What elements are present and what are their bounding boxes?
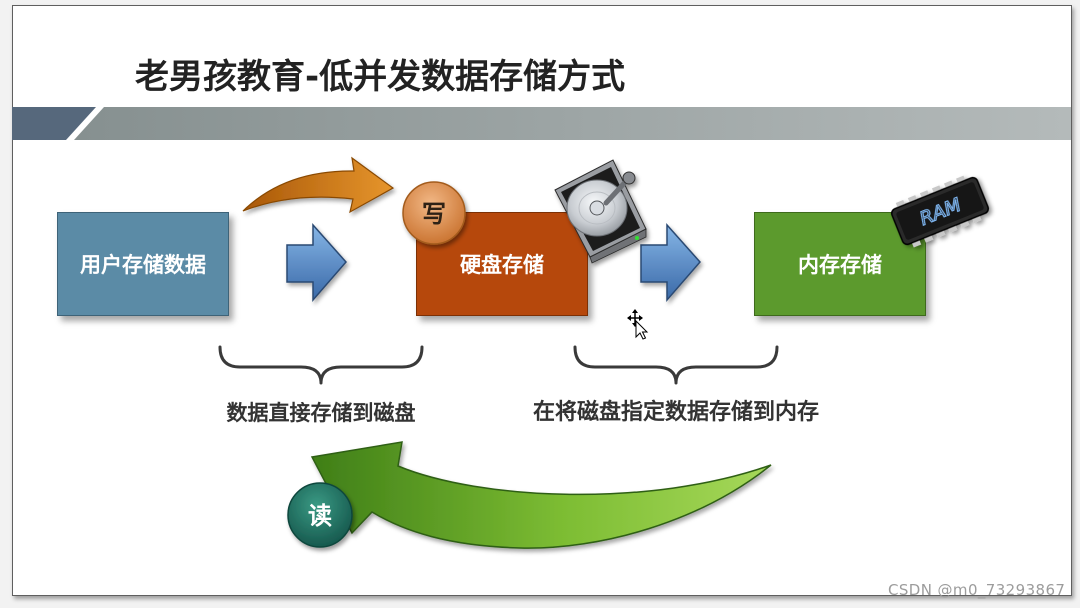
ram-chip-icon: RAM: [890, 175, 990, 248]
read-badge-label: 读: [308, 502, 332, 530]
write-badge-label: 写: [422, 200, 446, 228]
node-user-data-label: 用户存储数据: [80, 253, 206, 277]
caption-write-to-disk: 数据直接存储到磁盘: [226, 401, 416, 425]
flow-arrow-user-to-disk: [286, 223, 347, 303]
move-cursor-icon: [627, 309, 649, 340]
write-badge: 写: [402, 181, 466, 245]
node-memory-storage-label: 内存存储: [798, 253, 882, 277]
hard-disk-icon: [554, 159, 647, 264]
slide-title: 老男孩教育-低并发数据存储方式: [135, 57, 626, 97]
watermark: CSDN @m0_73293867: [888, 581, 1066, 599]
write-curved-arrow: [242, 156, 395, 214]
brace-disk-to-memory: [573, 345, 779, 385]
read-curved-arrow: [310, 441, 772, 549]
node-disk-storage-label: 硬盘存储: [460, 253, 544, 277]
node-user-data: 用户存储数据: [57, 212, 229, 316]
header-band: [74, 107, 1071, 140]
header-accent-left: [12, 107, 96, 140]
caption-disk-to-memory: 在将磁盘指定数据存储到内存: [532, 400, 819, 425]
flow-arrow-disk-to-memory: [640, 223, 701, 303]
brace-user-to-disk: [218, 345, 424, 385]
read-badge: 读: [287, 482, 353, 548]
